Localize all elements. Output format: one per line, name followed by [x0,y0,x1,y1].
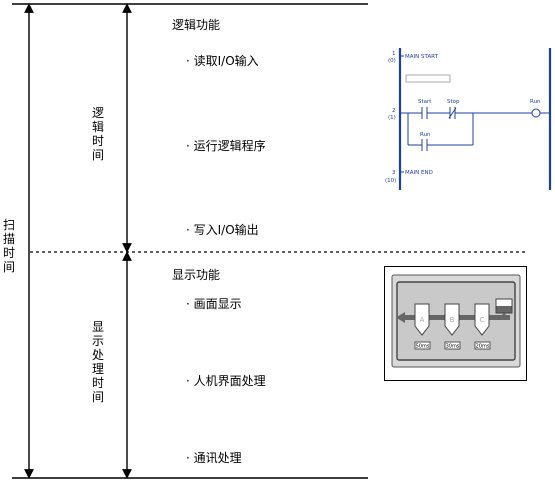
rung2-number: 2 [392,108,396,114]
display-item-hmi: · 人机界面处理 [186,374,266,388]
display-section-title: 显示功能 [172,268,221,282]
ladder-diagram: 1 (0) MAIN START 2 (1) Start Stop Run Ru… [385,48,552,190]
logic-item-write-io: · 写入I/O输出 [186,223,259,237]
tank-c-value: 20ms [476,344,490,350]
scan-time-label: 扫描时间 [2,218,16,274]
rung1-address: (0) [388,58,396,64]
main-end-label: MAIN END [405,170,433,176]
start-label: Start [418,99,432,105]
stop-contact-slash [448,107,457,119]
logic-item-run-program: · 运行逻辑程序 [186,139,266,153]
display-item-screen: · 画面显示 [186,297,242,311]
run-contact-label: Run [420,132,431,138]
logic-item-read-io: · 读取I/O输入 [186,54,259,68]
display-item-comm: · 通讯处理 [186,451,242,465]
rung2-address: (1) [388,115,396,121]
run-coil [531,108,541,118]
tank-b [444,303,460,336]
tank-a-label: A [420,316,425,324]
run-coil-label: Run [530,99,541,105]
rung3-number: 3 [392,170,396,176]
tank-b-label: B [450,316,455,324]
tank-c-label: C [480,316,485,324]
tank-c [474,303,490,336]
tank-a-value: 50ms [416,344,430,350]
hmi-screen-illustration: A B C 50ms 30ms 20ms [384,266,527,381]
rung1-number: 1 [392,51,396,57]
tank-a [414,303,430,336]
logic-section-title: 逻辑功能 [172,18,221,32]
comment-box [405,74,451,83]
rung3-address: (10) [385,178,396,184]
flow-arrow-icon [396,312,405,323]
main-start-label: MAIN START [405,54,439,60]
stop-label: Stop [447,99,460,105]
tank-b-value: 30ms [446,344,460,350]
display-time-label: 显示处理时间 [91,320,105,404]
logic-time-label: 逻辑时间 [91,106,105,162]
